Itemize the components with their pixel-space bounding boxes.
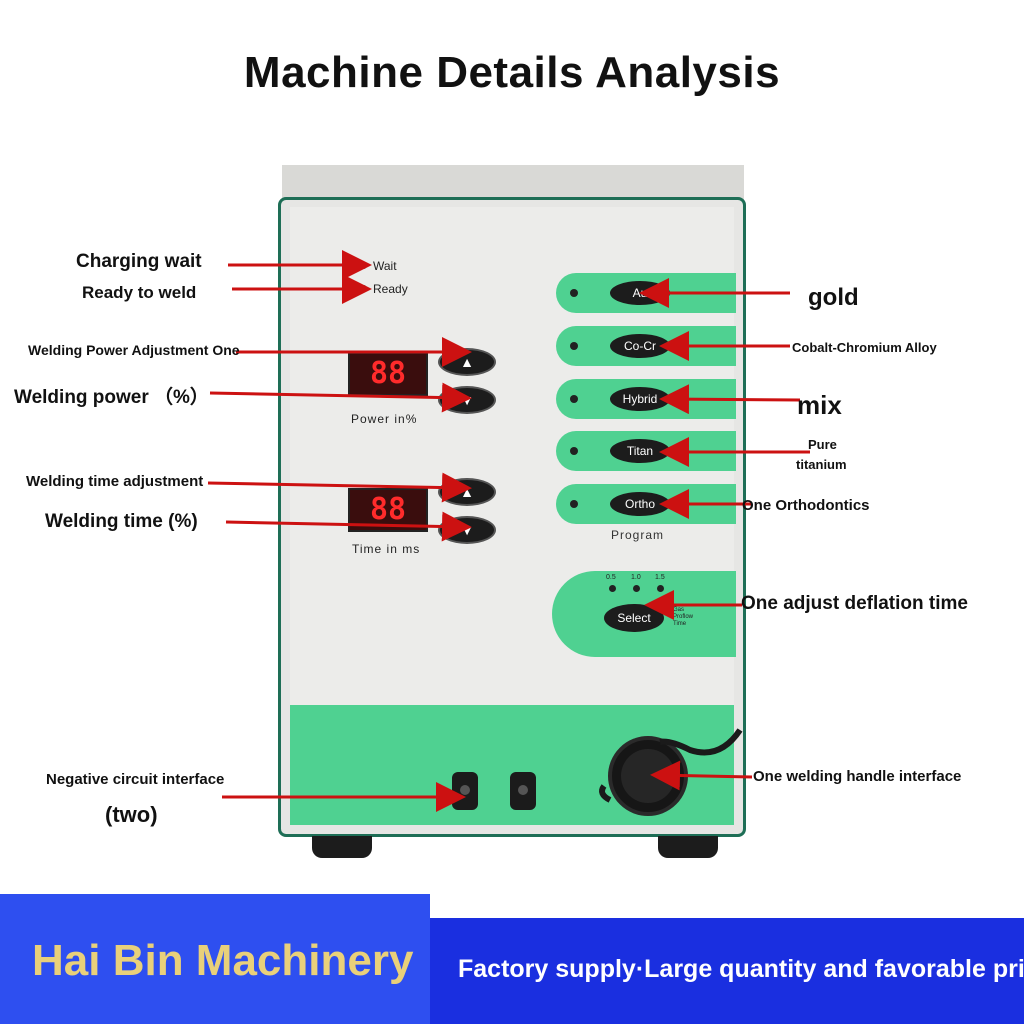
machine-foot-right [658,836,718,858]
arrow-welding-power [209,382,472,413]
arrow-mix [659,384,801,415]
ready-label: Ready [373,282,408,296]
annotation-handle: One welding handle interface [753,768,962,785]
time-label: Time [673,621,687,627]
annotation-ortho: One Orthodontics [742,497,870,514]
annotation-welding-time: Welding time (%) [45,511,198,532]
annotation-charging-wait: Charging wait [76,251,202,272]
select-tick-label: 0.5 [606,574,616,581]
power-display-label: Power in% [351,412,418,426]
arrow-time-adjust [207,472,472,503]
program-led-cocr [570,342,578,350]
gas-label: Gas [673,607,685,613]
power-display: 88 [348,352,428,396]
program-label: Program [611,528,665,542]
annotation-gold: gold [808,284,859,311]
annotation-power-adjust: Welding Power Adjustment One [28,342,240,358]
annotation-pure: Pure [808,437,837,452]
machine-foot-left [312,836,372,858]
program-led-titan [570,447,578,455]
brand-name: Hai Bin Machinery [32,936,414,985]
select-tick-label: 1.5 [655,574,665,581]
annotation-welding-power: Welding power （%） [14,387,209,408]
footer-banner-left [0,894,430,1024]
select-tick-label: 1.0 [631,574,641,581]
page-title: Machine Details Analysis [243,48,781,97]
handle-cap-strap [599,728,743,803]
annotation-negative-two: (two) [105,802,158,827]
proflow-label: Proflow [673,614,694,620]
annotation-mix: mix [797,390,842,420]
wait-label: Wait [373,259,397,273]
select-led [657,585,664,592]
annotation-deflation: One adjust deflation time [741,593,968,614]
arrow-welding-time [225,511,472,542]
program-led-ortho [570,500,578,508]
footer-banner-right [430,918,1024,1024]
annotation-negative: Negative circuit interface [46,771,225,788]
annotation-cocr: Cobalt-Chromium Alloy [792,340,937,355]
program-led-hybrid [570,395,578,403]
arrow-handle [650,760,753,791]
program-led-au [570,289,578,297]
select-led [609,585,616,592]
slogan: Factory supply·Large quantity and favora… [458,955,1024,983]
time-display-label: Time in ms [352,542,421,556]
annotation-ready-to-weld: Ready to weld [82,283,197,302]
annotation-titanium: titanium [796,457,847,472]
select-led [633,585,640,592]
negative-socket-2[interactable] [510,772,536,810]
annotation-time-adjust: Welding time adjustment [26,473,204,490]
